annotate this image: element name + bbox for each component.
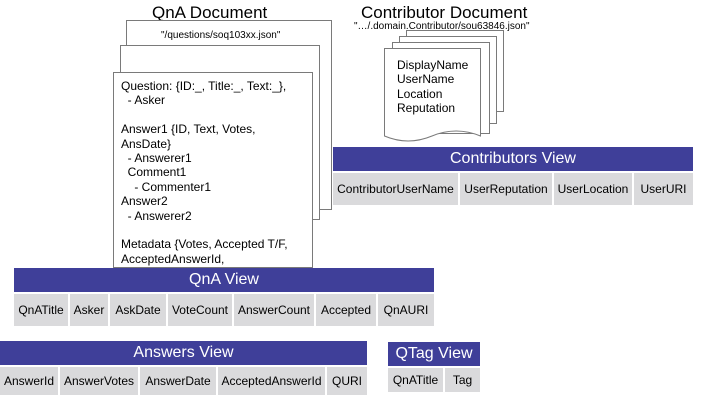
qna-view: QnA View QnATitle Asker AskDate VoteCoun… xyxy=(14,268,434,326)
contributor-fields: DisplayName UserName Location Reputation xyxy=(397,58,468,116)
answers-view-title: Answers View xyxy=(0,341,367,365)
contributors-column: UserURI xyxy=(634,173,693,205)
answers-view: Answers View AnswerId AnswerVotes Answer… xyxy=(0,341,367,395)
answers-column: AnswerId xyxy=(0,367,58,395)
qna-view-title: QnA View xyxy=(14,268,434,292)
qtag-view: QTag View QnATitle Tag xyxy=(388,342,480,392)
contributor-field: UserName xyxy=(397,72,455,87)
qna-document-path: "/questions/soq103xx.json" xyxy=(161,30,281,41)
contributor-sheet-front xyxy=(384,48,481,142)
contributors-view-title: Contributors View xyxy=(333,147,693,171)
qtag-column: Tag xyxy=(445,368,480,392)
qna-column: AnswerCount xyxy=(234,294,314,326)
qna-column: Accepted xyxy=(316,294,376,326)
answers-column: AcceptedAnswerId xyxy=(218,367,325,395)
qna-document-heading: QnA Document xyxy=(152,3,268,22)
contributors-column: UserReputation xyxy=(460,173,552,205)
contributor-field: Location xyxy=(397,86,443,101)
qna-column: VoteCount xyxy=(168,294,232,326)
contributors-column: UserLocation xyxy=(554,173,632,205)
qna-document-content: Question: {ID:_, Title:_, Text:_}, - Ask… xyxy=(121,79,288,266)
contributor-document-heading: Contributor Document xyxy=(361,3,528,22)
contributors-view: Contributors View ContributorUserName Us… xyxy=(333,147,693,205)
contributor-field: Reputation xyxy=(397,101,456,116)
qna-column: AskDate xyxy=(110,294,166,326)
contributor-document-path: "…/.domain.Contributor/sou63846.json" xyxy=(354,21,530,32)
qna-column: QnAURI xyxy=(378,294,434,326)
contributors-column: ContributorUserName xyxy=(333,173,458,205)
answers-column: QURI xyxy=(327,367,367,395)
qna-column: Asker xyxy=(70,294,108,326)
qtag-column: QnATitle xyxy=(388,368,443,392)
answers-column: AnswerVotes xyxy=(60,367,138,395)
qna-column: QnATitle xyxy=(14,294,68,326)
contributor-field: DisplayName xyxy=(397,58,469,72)
answers-column: AnswerDate xyxy=(140,367,216,395)
qna-sheet-front: Question: {ID:_, Title:_, Text:_}, - Ask… xyxy=(113,72,313,268)
qtag-view-title: QTag View xyxy=(388,342,480,366)
